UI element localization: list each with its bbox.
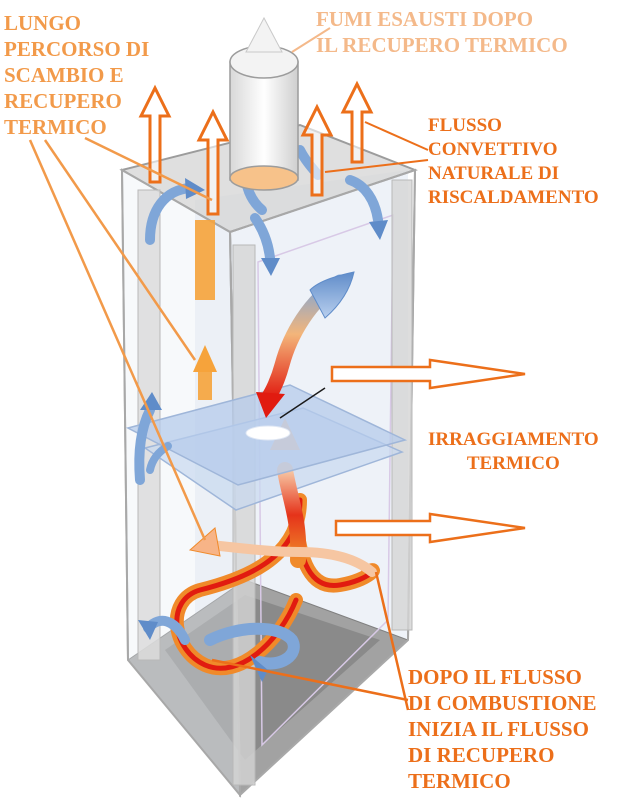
air-arrow-top-left-head bbox=[185, 178, 205, 199]
flame-descent-arrow bbox=[256, 392, 285, 418]
exhaust-pointer-line bbox=[291, 27, 331, 53]
air-swirl-bottom bbox=[204, 622, 300, 670]
recovery-flow-label: DOPO IL FLUSSO DI COMBUSTIONE INIZIA IL … bbox=[408, 665, 597, 793]
air-arrow-top-left bbox=[145, 183, 195, 245]
combustion-return-path bbox=[205, 540, 377, 577]
recovery-arrow-head bbox=[188, 527, 221, 557]
leader-conv-2 bbox=[324, 159, 429, 173]
front-duct-right bbox=[391, 179, 413, 631]
convective-arrow-3 bbox=[300, 103, 334, 197]
side-flow-up-lower-head bbox=[193, 345, 217, 372]
leader-after-1 bbox=[211, 658, 409, 702]
convective-arrow-4 bbox=[340, 80, 374, 164]
leader-path-1 bbox=[28, 139, 207, 541]
leader-path-2 bbox=[43, 139, 197, 361]
plate-pointer-line bbox=[279, 387, 326, 419]
air-arrow-bottom-left-head bbox=[138, 620, 158, 640]
convective-arrow-1 bbox=[138, 84, 172, 184]
air-arrow-left-mid bbox=[134, 405, 155, 485]
leader-after-2 bbox=[374, 571, 410, 711]
air-arrow-front-down bbox=[250, 213, 275, 263]
air-arrow-front-down-head bbox=[261, 258, 280, 276]
plate-opening bbox=[245, 425, 291, 441]
air-arrow-top-right bbox=[345, 175, 383, 225]
radiation-arrow-lower bbox=[334, 512, 526, 544]
leader-conv-1 bbox=[364, 121, 429, 151]
convective-arrow-2 bbox=[196, 108, 230, 216]
air-arrow-top-right-head bbox=[369, 220, 388, 240]
long-path-label: LUNGO PERCORSO DI SCAMBIO E RECUPERO TER… bbox=[4, 11, 150, 139]
exhaust-arrow-head bbox=[245, 16, 283, 53]
leader-lines bbox=[28, 121, 429, 711]
exhaust-label: FUMI ESAUSTI DOPO IL RECUPERO TERMICO bbox=[316, 7, 568, 57]
convective-flow-label: FLUSSO CONVETTIVO NATURALE DI RISCALDAME… bbox=[428, 115, 599, 208]
leader-path-3 bbox=[84, 136, 213, 202]
front-duct-left bbox=[232, 244, 256, 786]
radiation-arrow-upper bbox=[330, 358, 526, 390]
thermal-radiation-label: IRRAGGIAMENTO TERMICO bbox=[428, 429, 599, 474]
radiation-arrows bbox=[330, 358, 526, 544]
deflector-blue bbox=[309, 271, 355, 319]
convective-arrows bbox=[138, 80, 374, 216]
air-circulation bbox=[134, 145, 388, 682]
